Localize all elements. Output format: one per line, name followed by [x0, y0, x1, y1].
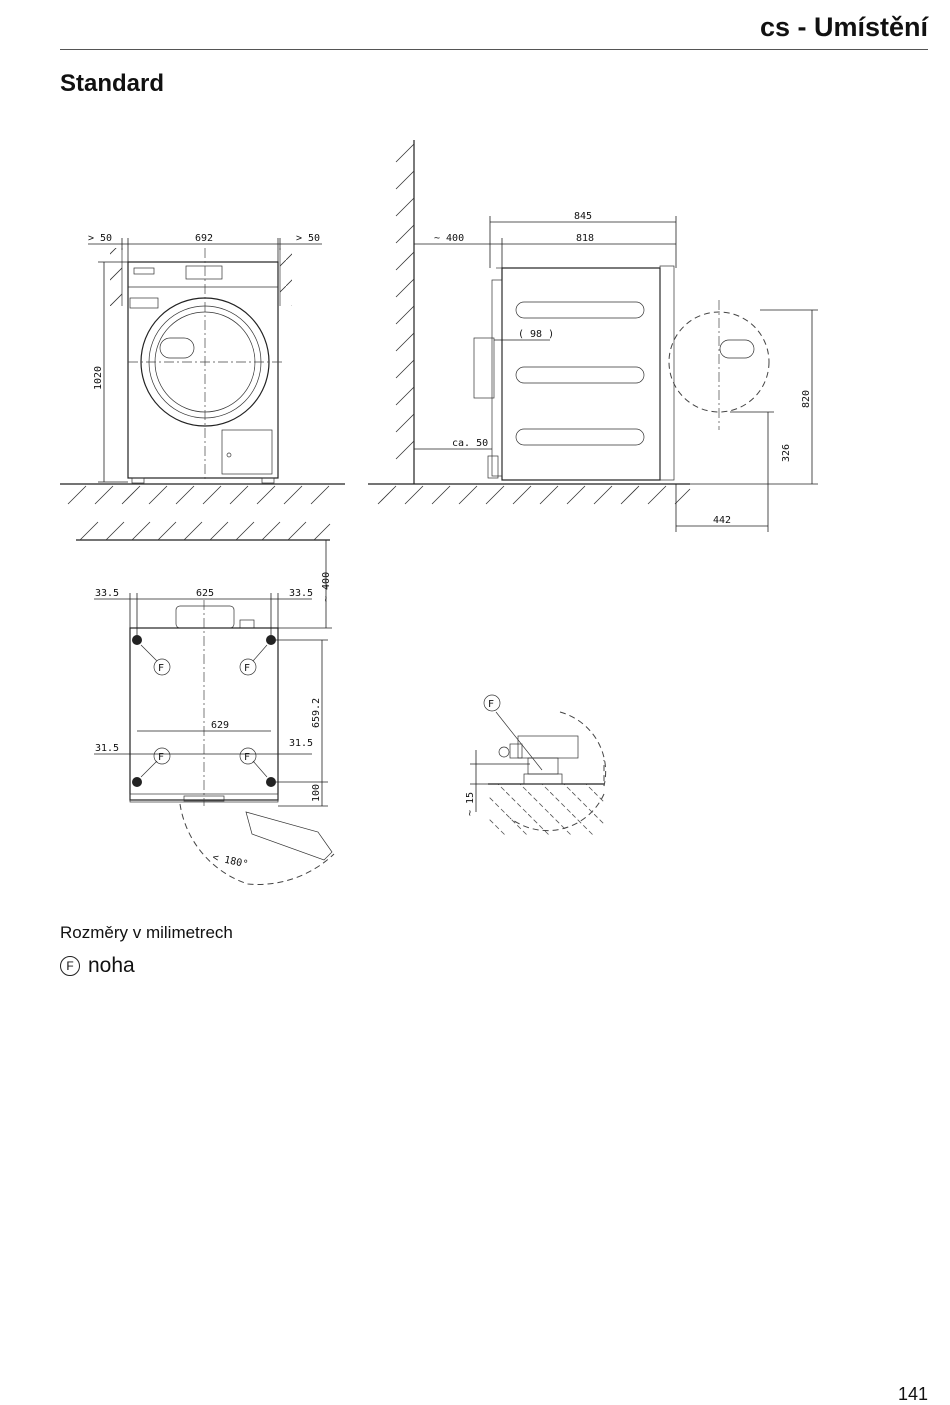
side-dim-door-reach: 442 — [713, 515, 731, 526]
foot-marker-front-right: F — [244, 752, 250, 763]
side-dim-hose: ca. 50 — [452, 438, 488, 449]
detail-view: F ~ 15 — [465, 694, 607, 836]
top-dim-front: 100 — [311, 784, 322, 802]
side-dim-wall: ~ 400 — [434, 233, 464, 244]
front-dim-width: 692 — [195, 233, 213, 244]
top-view: F F F F < 180° ~ 400 33.5 625 33.5 659.2… — [76, 521, 335, 885]
header-divider — [60, 49, 928, 50]
detail-dim-foot: ~ 15 — [465, 792, 476, 816]
top-dim-top-left: 33.5 — [95, 588, 119, 599]
legend: F noha — [60, 954, 135, 978]
front-view: > 50 692 > 50 1020 — [60, 233, 345, 505]
foot-marker-back-right: F — [244, 663, 250, 674]
side-dim-body: 818 — [576, 233, 594, 244]
top-dim-bottom-left: 31.5 — [95, 743, 119, 754]
dimensions-caption: Rozměry v milimetrech — [60, 923, 233, 942]
side-dim-door-height: 820 — [801, 390, 812, 408]
header-title: cs - Umístění — [759, 12, 928, 42]
foot-marker-front-left: F — [158, 752, 164, 763]
page-number: 141 — [897, 1384, 928, 1404]
foot-symbol-icon: F — [60, 956, 80, 976]
side-dim-total: 845 — [574, 211, 592, 222]
front-dim-right: > 50 — [296, 233, 320, 244]
top-dim-top-right: 33.5 — [289, 588, 313, 599]
top-dim-bottom-right: 31.5 — [289, 738, 313, 749]
side-view: 845 ~ 400 818 ( 98 ) ca. 50 820 326 442 — [368, 140, 818, 532]
top-dim-depth: 659.2 — [311, 698, 322, 728]
top-dim-wall: ~ 400 — [321, 572, 332, 602]
detail-foot-marker: F — [488, 699, 494, 710]
foot-marker-back-left: F — [158, 663, 164, 674]
front-dim-height: 1020 — [93, 366, 104, 390]
top-dim-bottom-width: 629 — [211, 720, 229, 731]
side-dim-door-low: 326 — [781, 444, 792, 462]
section-title: Standard — [60, 70, 165, 97]
side-dim-connector: ( 98 ) — [518, 329, 554, 340]
top-dim-top-width: 625 — [196, 588, 214, 599]
front-dim-left: > 50 — [88, 233, 112, 244]
legend-label: noha — [88, 954, 135, 977]
